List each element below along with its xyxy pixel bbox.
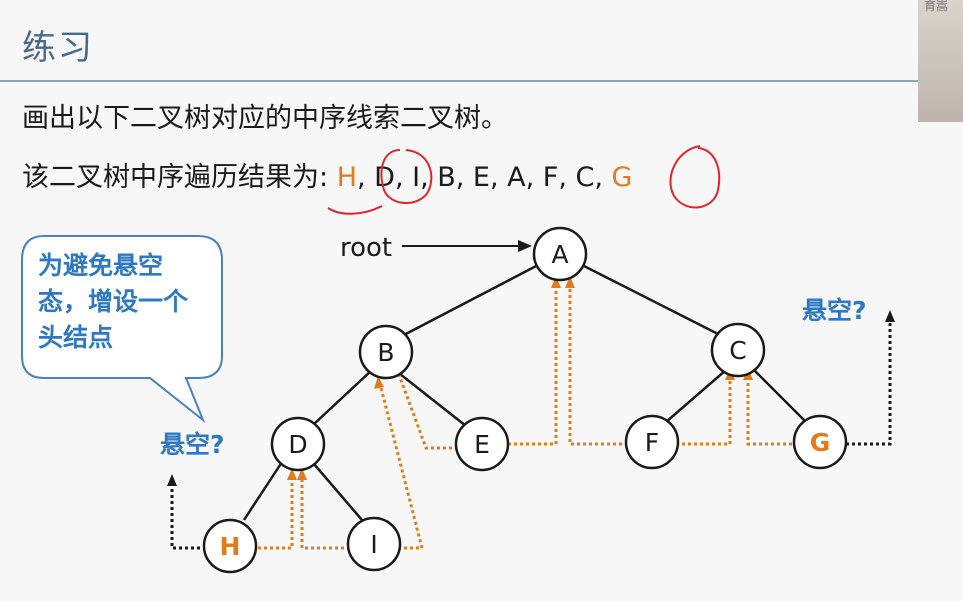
node-d: D <box>270 416 326 472</box>
node-a: A <box>532 226 588 282</box>
sequence-prefix: 该二叉树中序遍历结果为: <box>22 162 337 193</box>
root-arrowhead <box>518 240 532 252</box>
root-label: root <box>340 233 393 263</box>
sequence-item-middle: , D, I, B, E, A, F, C, <box>357 162 612 193</box>
node-label-h: H <box>220 532 241 561</box>
instruction-text: 画出以下二叉树对应的中序线索二叉树。 <box>22 103 508 134</box>
sequence-item-g: G <box>611 162 633 193</box>
thread-f-a <box>568 284 628 446</box>
node-label-e: E <box>474 430 490 459</box>
node-g: G <box>792 414 848 470</box>
edge-b-e <box>399 373 467 427</box>
thread-i-d <box>300 476 350 550</box>
edge-b-d <box>313 369 373 425</box>
node-label-d: D <box>288 430 307 459</box>
dangling-right-arrowhead <box>885 310 895 322</box>
camera-label: 育嵩 <box>924 0 949 13</box>
arrowhead-a-2 <box>565 276 575 288</box>
dangling-right-line <box>846 318 892 446</box>
node-label-a: A <box>551 240 568 269</box>
thread-f-c <box>676 376 732 446</box>
node-f: F <box>624 414 680 470</box>
thread-g-c <box>746 376 798 446</box>
callout-text: 为避免悬空态，增设一个头结点 <box>38 251 189 352</box>
slide-title: 练习 <box>22 28 94 68</box>
tree-edges <box>242 262 807 521</box>
thread-i-b <box>378 383 424 550</box>
camera-feed <box>918 0 963 122</box>
annotation-underline <box>327 205 383 215</box>
node-label-c: C <box>729 336 746 365</box>
edge-d-i <box>313 463 363 521</box>
edge-c-g <box>753 369 807 423</box>
thread-arrowheads <box>287 276 753 480</box>
edge-c-f <box>665 369 727 423</box>
node-label-g: G <box>810 428 831 457</box>
thread-e-a <box>508 284 558 446</box>
dangling-left-label: 悬空? <box>160 430 225 459</box>
annotation-h-circle <box>380 149 433 205</box>
sequence-item-h: H <box>336 162 357 193</box>
callout-bubble <box>21 235 223 424</box>
title-divider <box>0 80 918 82</box>
node-h: H <box>202 518 258 574</box>
edge-a-c <box>579 262 719 336</box>
dangling-left-line <box>170 482 206 550</box>
node-label-i: I <box>370 530 377 559</box>
inorder-sequence: 该二叉树中序遍历结果为: H, D, I, B, E, A, F, C, G <box>22 160 632 196</box>
dangling-left-arrowhead <box>167 474 177 486</box>
arrowhead-d-2 <box>297 468 307 480</box>
edge-d-h <box>242 461 284 521</box>
arrowhead-b-1 <box>374 376 384 389</box>
dangling-right-label: 悬空? <box>802 296 867 325</box>
dangling-pointers <box>170 318 892 550</box>
node-label-f: F <box>645 428 659 457</box>
arrowhead-d-1 <box>287 468 297 480</box>
arrowhead-a-1 <box>551 276 561 288</box>
thread-e-b <box>396 371 458 450</box>
node-label-b: B <box>377 338 394 367</box>
node-c: C <box>710 322 766 378</box>
thread-lines <box>258 284 798 550</box>
edge-a-b <box>401 262 541 338</box>
node-b: B <box>358 324 414 380</box>
thread-h-d <box>258 476 294 550</box>
annotation-g-circle <box>669 145 721 209</box>
node-i: I <box>346 516 402 572</box>
node-e: E <box>454 416 510 472</box>
